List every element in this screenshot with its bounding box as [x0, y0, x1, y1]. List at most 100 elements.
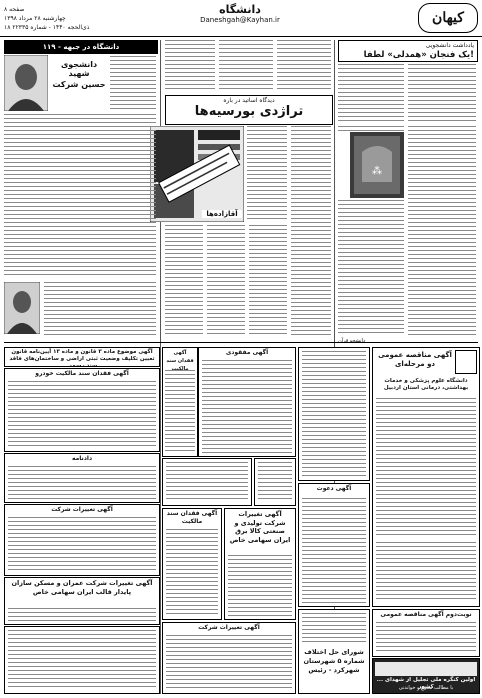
- notice-body: [302, 351, 366, 477]
- notice-body: [8, 381, 156, 448]
- right-text-block: [408, 64, 476, 124]
- notice-invite-title: آگهی دعوت: [316, 485, 352, 492]
- center-kicker: دیدگاه اساتید در باره: [223, 97, 275, 104]
- notice-body: [8, 630, 156, 690]
- notice-city-title: شورای حل اختلاف شماره ۵ شهرستان شهرکرد -…: [303, 648, 365, 674]
- tender-body: [376, 542, 476, 602]
- tender-ad: آگهی مناقصه عمومی دو مرحله‌ای دانشگاه عل…: [372, 347, 480, 607]
- banner-text: اولین کنگره ملی تجلیل از شهدای ... کشور: [376, 677, 476, 690]
- martyr-label-block: دانشجوی شهید حسین شرکت: [52, 60, 106, 89]
- notice-left4-title: آگهی تغییرات شرکت عمران و مسکن سازان پای…: [11, 579, 153, 596]
- notice-ad: آگهی تغییرات شرکت: [162, 622, 296, 694]
- notice-loss-b-title: آگهی فقدان سند مالکیت: [166, 350, 194, 372]
- right-text-block: [338, 64, 404, 124]
- left-box-title-text: دانشگاه در جبهه - ۱۱۹: [42, 43, 120, 51]
- notice-ad: آگهی فقدان سند مالکیت: [162, 347, 198, 457]
- notice-body: [8, 466, 156, 499]
- left-text-block: [110, 56, 156, 112]
- right-text-block: [338, 126, 404, 132]
- article13-ad: آگهی موضوع ماده ۳ قانون و ماده ۱۳ آیین‌ن…: [4, 347, 160, 367]
- left-text-block: [44, 282, 156, 336]
- notice-body: [166, 462, 248, 502]
- notice-body: [166, 635, 292, 690]
- right-kicker: یادداشت دانشجویی: [425, 42, 474, 49]
- center-text-block: [165, 40, 215, 92]
- book-cover-image: ⁂: [350, 132, 404, 198]
- notice-body: [202, 360, 292, 453]
- notice-kayhan-title: آگهی تغییرات شرکت: [198, 624, 260, 631]
- center-text-block: [219, 40, 273, 92]
- center-text-block: [165, 225, 203, 336]
- notice-ad: آگهی تغییرات شرکت عمران و مسکن سازان پای…: [4, 577, 160, 625]
- banner-subtext: با مطالب متنوع و خواندنی: [398, 685, 454, 691]
- center-text-block: [277, 40, 331, 92]
- section-title: دانشگاه Daneshgah@Kayhan.ir: [170, 3, 310, 24]
- notice-body: [302, 498, 366, 603]
- notice-body: [228, 555, 292, 616]
- tender-title: آگهی مناقصه عمومی دو مرحله‌ای: [378, 351, 452, 368]
- date-line: چهارشنبه ۲۸ مرداد ۱۳۹۸: [4, 15, 66, 22]
- right-text-block: [408, 126, 476, 336]
- notice-left1-title: آگهی فقدان سند مالکیت خودرو: [35, 370, 129, 377]
- notice-body: [165, 370, 195, 453]
- notice-body: [376, 622, 476, 653]
- poster-caption: آقازاده‌ها: [202, 210, 242, 218]
- notice-ad: [4, 626, 160, 694]
- section-url: Daneshgah@Kayhan.ir: [200, 16, 280, 24]
- notice-article13-title: آگهی موضوع ماده ۳ قانون و ماده ۱۳ آیین‌ن…: [9, 349, 155, 367]
- center-text-block: [247, 126, 287, 222]
- notice-body: [258, 462, 292, 502]
- notice-council-title: نوبت‌دوم آگهی مناقصه عمومی: [380, 611, 472, 618]
- factory-notice-ad: آگهی تغییرات شرکت تولیدی و صنعتی کالا بر…: [224, 508, 296, 620]
- right-text-block: [338, 200, 404, 336]
- tender-body: [376, 398, 476, 536]
- notice-loss-a-title: آگهی مفقودی: [225, 349, 269, 356]
- notice-left2-title: دادنامه: [71, 455, 93, 462]
- notice-body: [8, 517, 156, 572]
- notice-ad: [298, 347, 370, 481]
- notice-ad: آگهی فقدان سند مالکیت: [162, 508, 222, 620]
- issue-line: ۱۸ ذی‌الحجه ۱۴۴۰ - شماره ۲۲۳۳۵: [4, 24, 90, 31]
- column-divider: [160, 40, 161, 694]
- notice-body: [302, 613, 366, 643]
- center-text-block: [291, 126, 331, 336]
- banner-strip: [375, 662, 477, 676]
- secondary-portrait: [4, 282, 40, 334]
- right-article-header: یادداشت دانشجویی یک فنجان «همدلی» لطفا!: [338, 40, 478, 62]
- center-text-block: [249, 225, 287, 336]
- bottom-banner: اولین کنگره ملی تجلیل از شهدای ... کشور …: [372, 658, 480, 694]
- section-name: دانشگاه: [219, 3, 261, 16]
- notice-ad: آگهی دعوت: [298, 483, 370, 607]
- notice-ad: [162, 458, 252, 506]
- city-council-ad: شورای حل اختلاف شماره ۵ شهرستان شهرکرد -…: [298, 609, 370, 694]
- martyr-portrait: [4, 55, 48, 111]
- svg-text:⁂: ⁂: [372, 166, 382, 177]
- notice-registry-title: آگهی فقدان سند مالکیت: [166, 510, 218, 525]
- logo-text: کیهان: [432, 10, 464, 26]
- left-box-title: دانشگاه در جبهه - ۱۱۹: [4, 40, 158, 54]
- notice-ad: آگهی مفقودی: [198, 347, 296, 457]
- center-article-header: دیدگاه اساتید در باره تراژدی بورسیه‌ها: [165, 95, 333, 125]
- notice-body: [166, 529, 218, 616]
- notice-ad: آگهی تغییرات شرکت: [4, 504, 160, 576]
- university-emblem-icon: [455, 350, 477, 374]
- notice-ad: [254, 458, 296, 506]
- martyr-name: حسین شرکت: [52, 80, 106, 89]
- section-rule: [4, 342, 478, 343]
- page-number: صفحه ۸: [4, 6, 25, 13]
- notice-ad: دادنامه: [4, 453, 160, 503]
- center-headline: تراژدی بورسیه‌ها: [194, 104, 304, 119]
- right-byline: دانشجو قرآن: [338, 338, 366, 344]
- tender-org: دانشگاه علوم پزشکی و خدمات بهداشتی، درما…: [383, 378, 469, 391]
- page-header: کیهان دانشگاه Daneshgah@Kayhan.ir صفحه ۸…: [0, 0, 482, 37]
- notice-factory-title: آگهی تغییرات شرکت تولیدی و صنعتی کالا بر…: [229, 510, 291, 544]
- notice-left3-title: آگهی تغییرات شرکت: [51, 506, 113, 513]
- right-headline: یک فنجان «همدلی» لطفا!: [363, 50, 474, 60]
- council-tender-ad: نوبت‌دوم آگهی مناقصه عمومی: [372, 609, 480, 657]
- notice-body: [8, 608, 156, 621]
- issue-info: صفحه ۸ چهارشنبه ۲۸ مرداد ۱۳۹۸ ۱۸ ذی‌الحج…: [4, 5, 89, 32]
- kayhan-logo: کیهان: [418, 3, 478, 33]
- poster-image: [150, 126, 244, 222]
- center-text-block: [207, 225, 245, 336]
